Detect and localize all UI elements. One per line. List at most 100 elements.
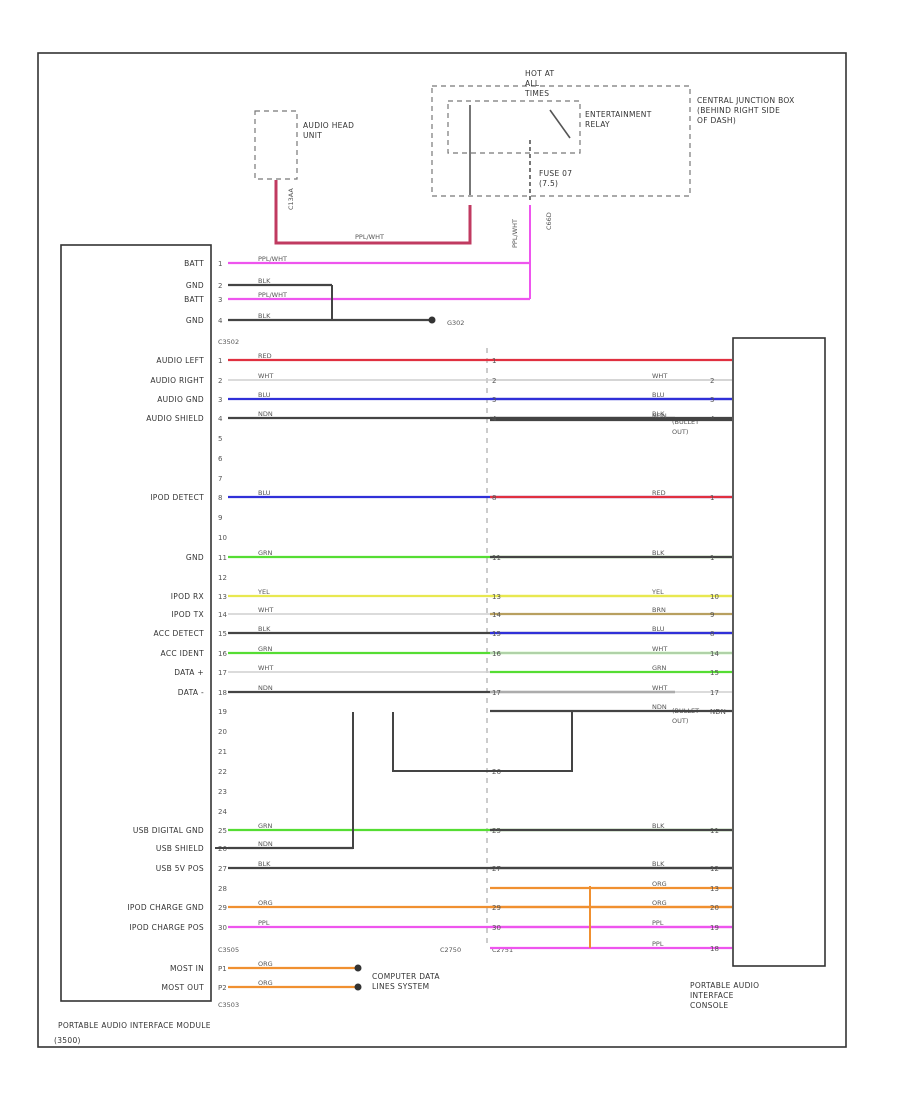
mid-pin-4: 8 bbox=[492, 494, 496, 502]
console-wire-code-14: BLK bbox=[652, 860, 665, 868]
console-wire-code-4: RED bbox=[652, 489, 666, 497]
wire-code-32: ORG bbox=[258, 899, 273, 907]
wire-code-16: YEL bbox=[257, 588, 270, 596]
console-pin-17: 19 bbox=[710, 924, 719, 932]
pin-label-16: IPOD RX bbox=[171, 592, 204, 601]
pin-number-31: 28 bbox=[218, 885, 227, 893]
console-pin-5: 1 bbox=[710, 554, 714, 562]
console-pin-14: 12 bbox=[710, 865, 719, 873]
ground-g302-terminal bbox=[428, 316, 436, 324]
wire-code-34: ORG bbox=[258, 960, 273, 968]
pin-label-11: IPOD DETECT bbox=[150, 493, 204, 502]
console-wire-code-11: WHT bbox=[652, 684, 667, 692]
pin-number-11: 8 bbox=[218, 494, 222, 502]
pin-label-2: BATT bbox=[184, 295, 204, 304]
console-pin-6: 10 bbox=[710, 593, 719, 601]
mid-pin-10: 17 bbox=[492, 689, 501, 697]
mid-pin-14: 29 bbox=[492, 904, 501, 912]
wire-code-28: GRN bbox=[258, 822, 273, 830]
wire-code-19: GRN bbox=[258, 645, 273, 653]
wire-code-33: PPL bbox=[258, 919, 270, 927]
module-id: (3500) bbox=[54, 1036, 81, 1045]
pin-number-4: 1 bbox=[218, 357, 222, 365]
wire-code-29: NDN bbox=[258, 840, 273, 848]
pin-number-2: 3 bbox=[218, 296, 222, 304]
connector-c3502a: C3502 bbox=[218, 338, 239, 346]
mid-pin-8: 15 bbox=[492, 630, 501, 638]
pin-label-30: USB 5V POS bbox=[156, 864, 204, 873]
pin-number-12: 9 bbox=[218, 514, 222, 522]
pin-label-6: AUDIO GND bbox=[157, 395, 204, 404]
console-wire-code-16: ORG bbox=[652, 899, 667, 907]
wire-code-5: WHT bbox=[258, 372, 273, 380]
head-unit-feed-wire bbox=[274, 180, 472, 245]
connector-c2751: C2751 bbox=[492, 946, 513, 954]
most-in-terminal bbox=[354, 964, 362, 972]
pin-number-17: 14 bbox=[218, 611, 227, 619]
pin-label-20: DATA + bbox=[174, 668, 204, 677]
connector-c3505: C3505 bbox=[218, 946, 239, 954]
console-pin-12: NDN bbox=[710, 708, 726, 716]
pin-label-1: GND bbox=[186, 281, 204, 290]
mid-pin-3: 4 bbox=[492, 415, 497, 423]
console-wire-code-18: PPL bbox=[652, 940, 664, 948]
wire-code-14: GRN bbox=[258, 549, 273, 557]
ground-g302: G302 bbox=[447, 319, 464, 327]
wire-code-0: PPL/WHT bbox=[258, 255, 287, 263]
console-wire-code-2: BLK bbox=[652, 410, 665, 418]
pin-number-5: 2 bbox=[218, 377, 222, 385]
console-wire-code-7: BRN bbox=[652, 606, 666, 614]
pin-number-16: 13 bbox=[218, 593, 227, 601]
pin-number-3: 4 bbox=[218, 317, 223, 325]
pin-number-10: 7 bbox=[218, 475, 222, 483]
console-wire-code-5: BLK bbox=[652, 549, 665, 557]
jb-wire-code: C66D bbox=[545, 212, 553, 230]
relay-switch bbox=[549, 109, 571, 139]
console-pin-15: 13 bbox=[710, 885, 719, 893]
pin-label-3: GND bbox=[186, 316, 204, 325]
console-pin-11: 17 bbox=[710, 689, 719, 697]
pin-number-21: 18 bbox=[218, 689, 227, 697]
wire-code-17: WHT bbox=[258, 606, 273, 614]
console-wire-code-10: GRN bbox=[652, 664, 667, 672]
module-box bbox=[60, 244, 212, 1002]
data-ground-loop bbox=[392, 712, 573, 772]
pin-number-8: 5 bbox=[218, 435, 222, 443]
pin-label-34: MOST IN bbox=[170, 964, 204, 973]
most-out-terminal bbox=[354, 983, 362, 991]
junction-box bbox=[431, 85, 691, 197]
connector-c3503: C3503 bbox=[218, 1001, 239, 1009]
mid-pin-0: 1 bbox=[492, 357, 496, 365]
head-unit-feed-code: PPL/WHT bbox=[355, 233, 384, 241]
pin-label-33: IPOD CHARGE POS bbox=[129, 923, 204, 932]
console-wire-code-12: NDN bbox=[652, 703, 667, 711]
pin-number-9: 6 bbox=[218, 455, 223, 463]
pin-label-17: IPOD TX bbox=[171, 610, 204, 619]
wire-code-1: BLK bbox=[258, 277, 271, 285]
mid-pin-2: 3 bbox=[492, 396, 496, 404]
wire-code-20: WHT bbox=[258, 664, 273, 672]
console-wire-code-3: NDN bbox=[652, 412, 667, 420]
pin-label-32: IPOD CHARGE GND bbox=[127, 903, 204, 912]
mid-pin-9: 16 bbox=[492, 650, 501, 658]
pin-number-0: 1 bbox=[218, 260, 222, 268]
console-wire-code-6: YEL bbox=[651, 588, 664, 596]
diagram-frame bbox=[37, 52, 847, 1048]
pin-number-30: 27 bbox=[218, 865, 227, 873]
console-wire-code-17: PPL bbox=[652, 919, 664, 927]
pin-label-18: ACC DETECT bbox=[153, 629, 204, 638]
pin-number-33: 30 bbox=[218, 924, 227, 932]
pin-number-26: 23 bbox=[218, 788, 227, 796]
console-wire-code-1: BLU bbox=[652, 391, 665, 399]
pin-label-4: AUDIO LEFT bbox=[156, 356, 204, 365]
console-wire-code-9: WHT bbox=[652, 645, 667, 653]
pin-label-19: ACC IDENT bbox=[161, 649, 205, 658]
console-wire-code-0: WHT bbox=[652, 372, 667, 380]
mid-pin-15: 30 bbox=[492, 924, 501, 932]
mid-pin-6: 13 bbox=[492, 593, 501, 601]
console-wire-code-15: ORG bbox=[652, 880, 667, 888]
